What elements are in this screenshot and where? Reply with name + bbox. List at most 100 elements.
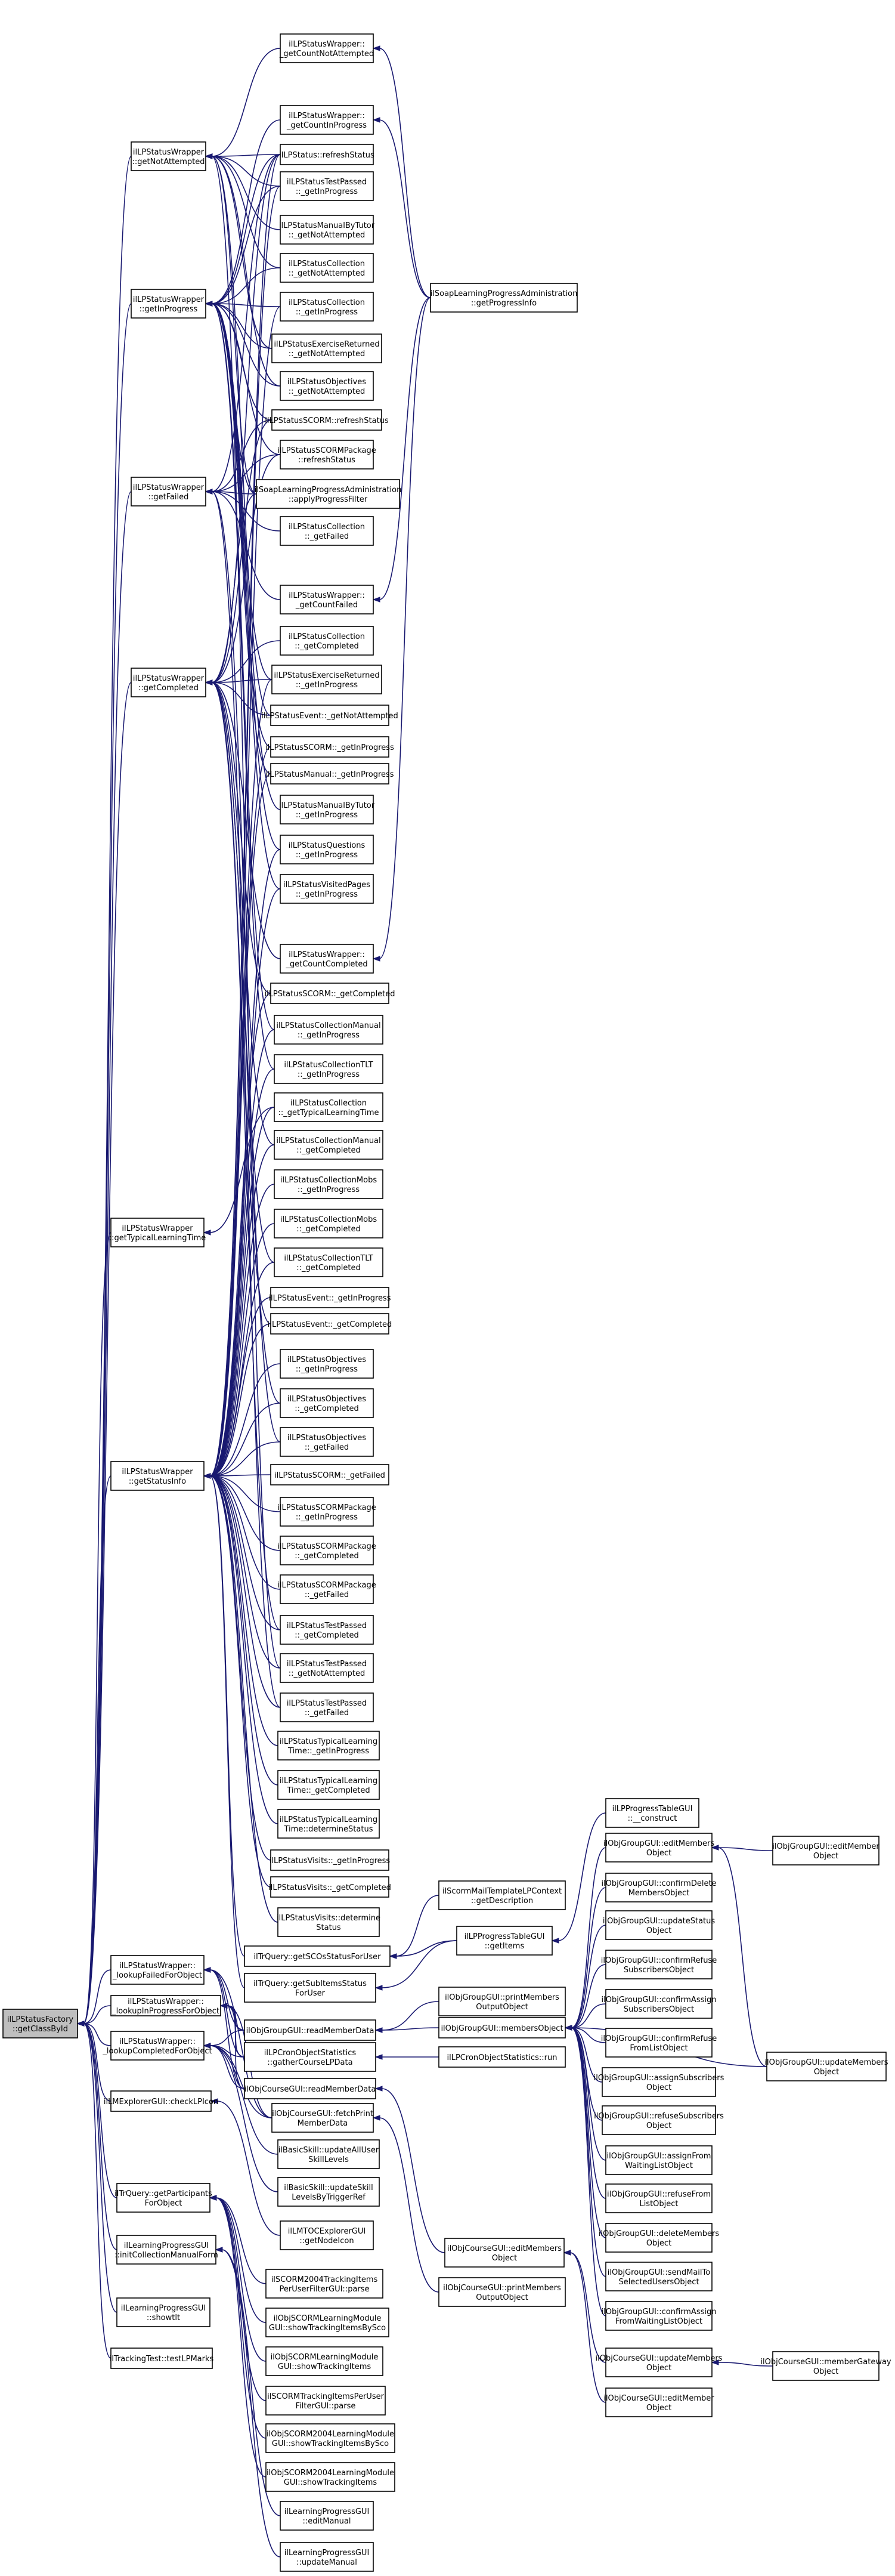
node-c2-cntnotatt[interactable]: ilLPStatusWrapper::_getCountNotAttempted [279, 33, 374, 63]
node-c2-colinprog[interactable]: ilLPStatusCollection::_getInProgress [280, 292, 374, 322]
node-c2-tpfailed[interactable]: ilLPStatusTestPassed::_getFailed [280, 1692, 374, 1722]
node-explorer[interactable]: ilLMExplorerGUI::checkLPIcon [104, 2090, 218, 2112]
node-w-notatt[interactable]: ilLPStatusWrapper::getNotAttempted [131, 141, 206, 171]
node-c4-construct[interactable]: ilLPProgressTableGUI::__construct [605, 1798, 699, 1828]
node-c2-objfailed[interactable]: ilLPStatusObjectives::_getFailed [280, 1427, 374, 1457]
node-c2-lmtoc[interactable]: ilLMTOCExplorerGUI::getNodeIcon [280, 2220, 374, 2250]
node-c2-mbtnotatt[interactable]: ilLPStatusManualByTutor::_getNotAttempte… [279, 215, 375, 245]
node-c2-trqsco[interactable]: ilTrQuery::getSCOsStatusForUser [244, 1945, 391, 1967]
node-c4-grpassignwait[interactable]: ilObjGroupGUI::assignFromWaitingListObje… [605, 2145, 713, 2175]
node-w-typical[interactable]: ilLPStatusWrapper::getTypicalLearningTim… [109, 1218, 206, 1247]
node-w-linprog[interactable]: ilLPStatusWrapper::_lookupInProgressForO… [110, 1995, 221, 2016]
node-c4-grpconfassignwait[interactable]: ilObjGroupGUI::confirmAssignFromWaitingL… [602, 2301, 717, 2331]
node-c3-soapinfo[interactable]: ilSoapLearningProgressAdministration::ge… [430, 283, 578, 313]
node-c2-lpupdate[interactable]: ilLearningProgressGUI::updateManual [280, 2542, 374, 2572]
node-trtest[interactable]: ilTrackingTest::testLPMarks [110, 2348, 214, 2369]
node-c2-ctltinprog[interactable]: ilLPStatusCollectionTLT::_getInProgress [274, 1054, 383, 1084]
node-c2-typdet[interactable]: ilLPStatusTypicalLearningTime::determine… [277, 1809, 380, 1839]
node-c2-tpnotatt[interactable]: ilLPStatusTestPassed::_getNotAttempted [280, 1653, 374, 1683]
node-c2-cmancompl[interactable]: ilLPStatusCollectionManual::_getComplete… [274, 1130, 383, 1160]
node-c2-soapfilter[interactable]: ilSoapLearningProgressAdministration::ap… [255, 479, 402, 509]
node-c2-colfailed[interactable]: ilLPStatusCollection::_getFailed [280, 516, 374, 546]
node-c4-grpconfreflist[interactable]: ilObjGroupGUI::confirmRefuseFromListObje… [601, 2028, 717, 2058]
node-c2-grpread[interactable]: ilObjGroupGUI::readMemberData [244, 2019, 376, 2041]
node-w-lfailed[interactable]: ilLPStatusWrapper::_lookupFailedForObjec… [110, 1955, 205, 1985]
node-c4-grpmail[interactable]: ilObjGroupGUI::sendMailToSelectedUsersOb… [605, 2262, 713, 2291]
node-c2-scormref[interactable]: ilLPStatusSCORM::refreshStatus [265, 409, 389, 431]
node-factory[interactable]: ilLPStatusFactory::getClassById [2, 2009, 78, 2038]
node-c2-tpinprog[interactable]: ilLPStatusTestPassed::_getInProgress [280, 171, 374, 201]
node-c2-evnotatt[interactable]: ilLPStatusEvent::_getNotAttempted [261, 705, 398, 726]
node-lpgui-init[interactable]: ilLearningProgressGUI::initCollectionMan… [114, 2235, 218, 2265]
node-c2-evcompl[interactable]: ilLPStatusEvent::_getCompleted [268, 1313, 392, 1335]
node-c2-visdet[interactable]: ilLPStatusVisits::determineStatus [277, 1907, 380, 1937]
node-c2-vpinprog[interactable]: ilLPStatusVisitedPages::_getInProgress [280, 874, 374, 904]
node-c2-evinprog[interactable]: ilLPStatusEvent::_getInProgress [268, 1287, 391, 1308]
node-c2-cron[interactable]: ilLPCronObjectStatistics::gatherCourseLP… [244, 2042, 376, 2072]
node-c2-scorminprog[interactable]: ilLPStatusSCORM::_getInProgress [265, 736, 394, 758]
node-c2-scoshowsco[interactable]: ilObjSCORMLearningModuleGUI::showTrackin… [265, 2308, 389, 2337]
node-c2-cmobinprog[interactable]: ilLPStatusCollectionMobs::_getInProgress [274, 1169, 383, 1199]
node-w-inprog[interactable]: ilLPStatusWrapper::getInProgress [131, 289, 206, 319]
node-c2-objcompl[interactable]: ilLPStatusObjectives::_getCompleted [280, 1388, 374, 1418]
node-c2-cmobcompl[interactable]: ilLPStatusCollectionMobs::_getCompleted [274, 1209, 383, 1238]
node-c2-viscompl[interactable]: ilLPStatusVisits::_getCompleted [268, 1876, 391, 1898]
node-c2-objinprog[interactable]: ilLPStatusObjectives::_getInProgress [280, 1349, 374, 1379]
node-c2-mbtinprog[interactable]: ilLPStatusManualByTutor::_getInProgress [279, 795, 375, 824]
node-w-failed[interactable]: ilLPStatusWrapper::getFailed [131, 477, 206, 506]
node-c2-cntcompl[interactable]: ilLPStatusWrapper::_getCountCompleted [280, 944, 374, 974]
node-c2-scpkgfailed[interactable]: ilLPStatusSCORMPackage::_getFailed [277, 1574, 376, 1604]
node-w-lcompleted[interactable]: ilLPStatusWrapper::_lookupCompletedForOb… [102, 2031, 212, 2061]
node-c2-typinprog[interactable]: ilLPStatusTypicalLearningTime::_getInPro… [277, 1731, 380, 1760]
node-c2-colcompl[interactable]: ilLPStatusCollection::_getCompleted [280, 626, 374, 656]
node-c2-visinprog[interactable]: ilLPStatusVisits::_getInProgress [270, 1849, 391, 1871]
node-c2-crsread[interactable]: ilObjCourseGUI::readMemberData [244, 2078, 376, 2099]
node-c2-refresh[interactable]: ilLPStatus::refreshStatus [279, 144, 374, 165]
node-c2-s2004parse[interactable]: ilSCORM2004TrackingItemsPerUserFilterGUI… [265, 2269, 383, 2299]
node-c2-scpkginprog[interactable]: ilLPStatusSCORMPackage::_getInProgress [277, 1497, 376, 1527]
node-c2-ctltcompl[interactable]: ilLPStatusCollectionTLT::_getCompleted [274, 1247, 383, 1277]
node-c4-grpconfref[interactable]: ilObjGroupGUI::confirmRefuseSubscribersO… [601, 1950, 717, 1979]
node-c2-s2004sco[interactable]: ilObjSCORM2004LearningModuleGUI::showTra… [265, 2423, 395, 2453]
node-c2-coltyp[interactable]: ilLPStatusCollection::_getTypicalLearnin… [274, 1092, 383, 1122]
node-c4-grpconfdel[interactable]: ilObjGroupGUI::confirmDeleteMembersObjec… [601, 1873, 717, 1902]
node-c3-grpmembers[interactable]: ilObjGroupGUI::membersObject [438, 2017, 566, 2038]
node-c2-scormcompl[interactable]: ilLPStatusSCORM::_getCompleted [264, 983, 395, 1004]
node-w-statusinfo[interactable]: ilLPStatusWrapper::getStatusInfo [110, 1461, 205, 1491]
node-c2-exinprog[interactable]: ilLPStatusExerciseReturned::_getInProgre… [271, 665, 382, 694]
node-c2-exnotatt[interactable]: ilLPStatusExerciseReturned::_getNotAttem… [271, 333, 382, 363]
node-w-completed[interactable]: ilLPStatusWrapper::getCompleted [131, 668, 206, 697]
node-c2-scpkgref[interactable]: ilLPStatusSCORMPackage::refreshStatus [277, 440, 376, 470]
node-c4-grpconfassign[interactable]: ilObjGroupGUI::confirmAssignSubscribersO… [602, 1989, 717, 2019]
node-c2-scormfailed[interactable]: ilLPStatusSCORM::_getFailed [270, 1464, 389, 1485]
node-c2-s2004show[interactable]: ilObjSCORM2004LearningModuleGUI::showTra… [265, 2462, 395, 2492]
node-c2-cmaninprog[interactable]: ilLPStatusCollectionManual::_getInProgre… [274, 1015, 383, 1045]
node-c2-scoshow[interactable]: ilObjSCORMLearningModuleGUI::showTrackin… [265, 2346, 383, 2376]
node-c2-qinprog[interactable]: ilLPStatusQuestions::_getInProgress [280, 835, 374, 864]
node-c2-objnotatt[interactable]: ilLPStatusObjectives::_getNotAttempted [280, 371, 374, 401]
node-c2-skilltrig[interactable]: ilBasicSkill::updateSkillLevelsByTrigger… [277, 2177, 380, 2207]
node-c3-progtable[interactable]: ilLPProgressTableGUI::getItems [456, 1926, 553, 1956]
node-c2-strparse[interactable]: ilSCORMTrackingItemsPerUserFilterGUI::pa… [265, 2386, 386, 2416]
node-c2-tpcompl[interactable]: ilLPStatusTestPassed::_getCompleted [280, 1615, 374, 1645]
node-c2-maninprog[interactable]: ilLPStatusManual::_getInProgress [265, 763, 394, 784]
node-c2-cntinprog[interactable]: ilLPStatusWrapper::_getCountInProgress [280, 105, 374, 135]
node-lpgui-show[interactable]: ilLearningProgressGUI::showtlt [116, 2297, 210, 2327]
